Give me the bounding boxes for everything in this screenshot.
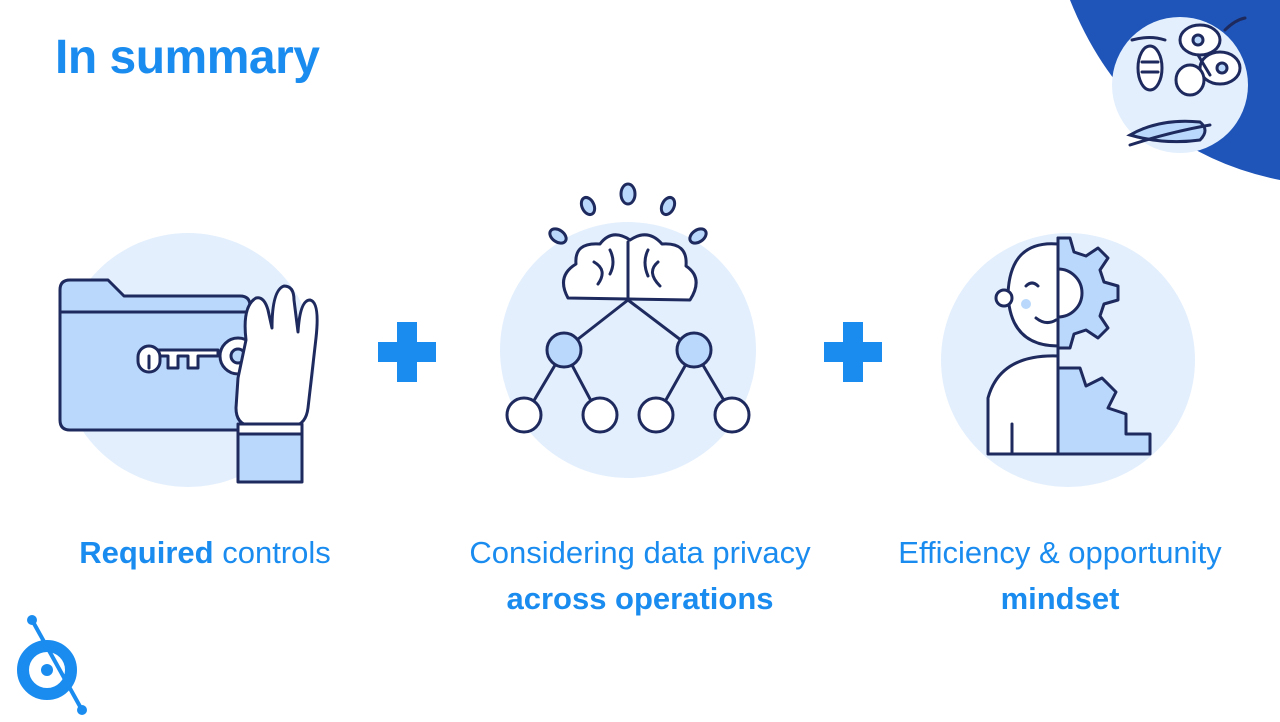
caption-line2: across operations — [506, 581, 774, 616]
brand-logo — [17, 615, 87, 715]
caption-line1: Efficiency & opportunity — [898, 535, 1222, 570]
caption-normal: controls — [213, 535, 331, 570]
caption-line2: mindset — [1000, 581, 1120, 616]
butterfly-lifecycle-icon — [1070, 0, 1280, 180]
caption-data-privacy: Considering data privacy across operatio… — [430, 530, 850, 622]
plus-icon — [378, 322, 436, 382]
caption-efficiency: Efficiency & opportunity mindset — [860, 530, 1260, 622]
caption-line1: Considering data privacy — [469, 535, 811, 570]
slide-title: In summary — [55, 31, 320, 84]
caption-required-controls: Required controls — [30, 530, 380, 576]
folder-key-icon — [58, 233, 319, 487]
caption-strong: Required — [79, 535, 214, 570]
person-gear-icon — [941, 233, 1195, 487]
plus-icon — [824, 322, 882, 382]
brain-network-icon — [500, 182, 756, 478]
